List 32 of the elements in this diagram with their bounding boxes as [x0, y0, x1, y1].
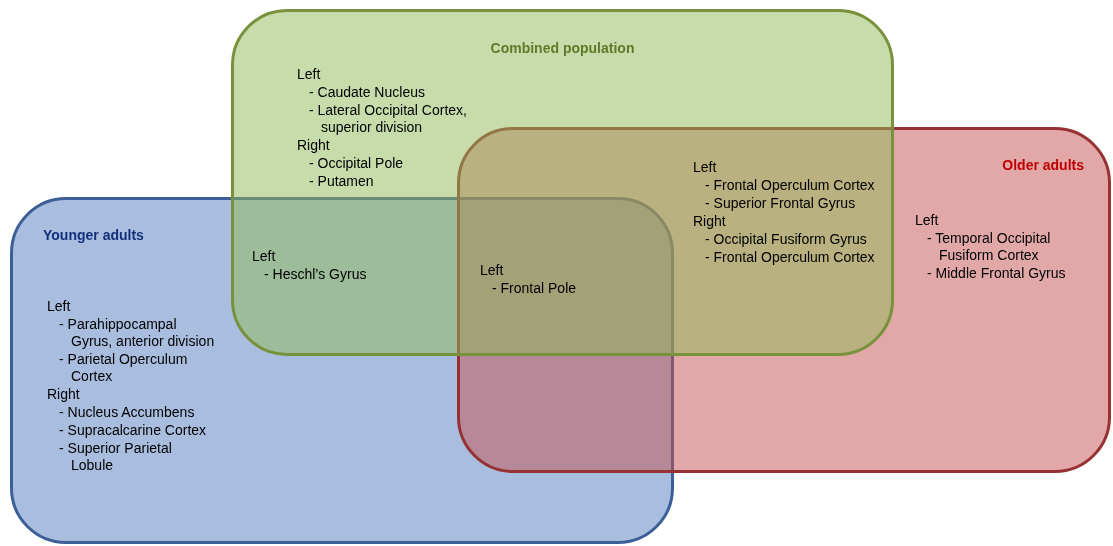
venn-set — [10, 197, 674, 544]
set-title: Combined population — [489, 39, 636, 58]
venn-set — [457, 127, 1111, 473]
hemisphere-label: Left — [297, 66, 322, 83]
hemisphere-label: Right — [693, 213, 727, 230]
hemisphere-label: Left — [252, 248, 277, 265]
region-item: - Occipital Fusiform Gyrus — [705, 231, 868, 248]
hemisphere-label: Right — [47, 386, 81, 403]
region-item: - Parahippocampal Gyrus, anterior division — [59, 316, 216, 350]
hemisphere-label: Left — [480, 262, 505, 279]
region-item: - Superior Frontal Gyrus — [705, 195, 857, 212]
region-item: - Temporal Occipital Fusiform Cortex — [927, 230, 1052, 264]
region-item: - Caudate Nucleus — [309, 84, 426, 101]
venn-set — [231, 9, 894, 356]
region-item: - Nucleus Accumbens — [59, 404, 196, 421]
region-item: - Superior Parietal Lobule — [59, 440, 173, 474]
region-item: - Occipital Pole — [309, 155, 405, 172]
set-title: Younger adults — [43, 226, 144, 245]
hemisphere-label: Left — [915, 212, 940, 229]
region-item: - Frontal Operculum Cortex — [705, 249, 876, 266]
region-item: - Lateral Occipital Cortex, superior division — [309, 102, 468, 136]
set-title: Older adults — [1002, 156, 1084, 175]
region-item: - Frontal Operculum Cortex — [705, 177, 876, 194]
hemisphere-label: Left — [47, 298, 72, 315]
hemisphere-label: Right — [297, 137, 331, 154]
region-item: - Heschl’s Gyrus — [264, 266, 368, 283]
region-item: - Supracalcarine Cortex — [59, 422, 208, 439]
region-item: - Parietal Operculum Cortex — [59, 351, 189, 385]
region-item: - Putamen — [309, 173, 375, 190]
region-item: - Middle Frontal Gyrus — [927, 265, 1067, 282]
region-item: - Frontal Pole — [492, 280, 578, 297]
hemisphere-label: Left — [693, 159, 718, 176]
